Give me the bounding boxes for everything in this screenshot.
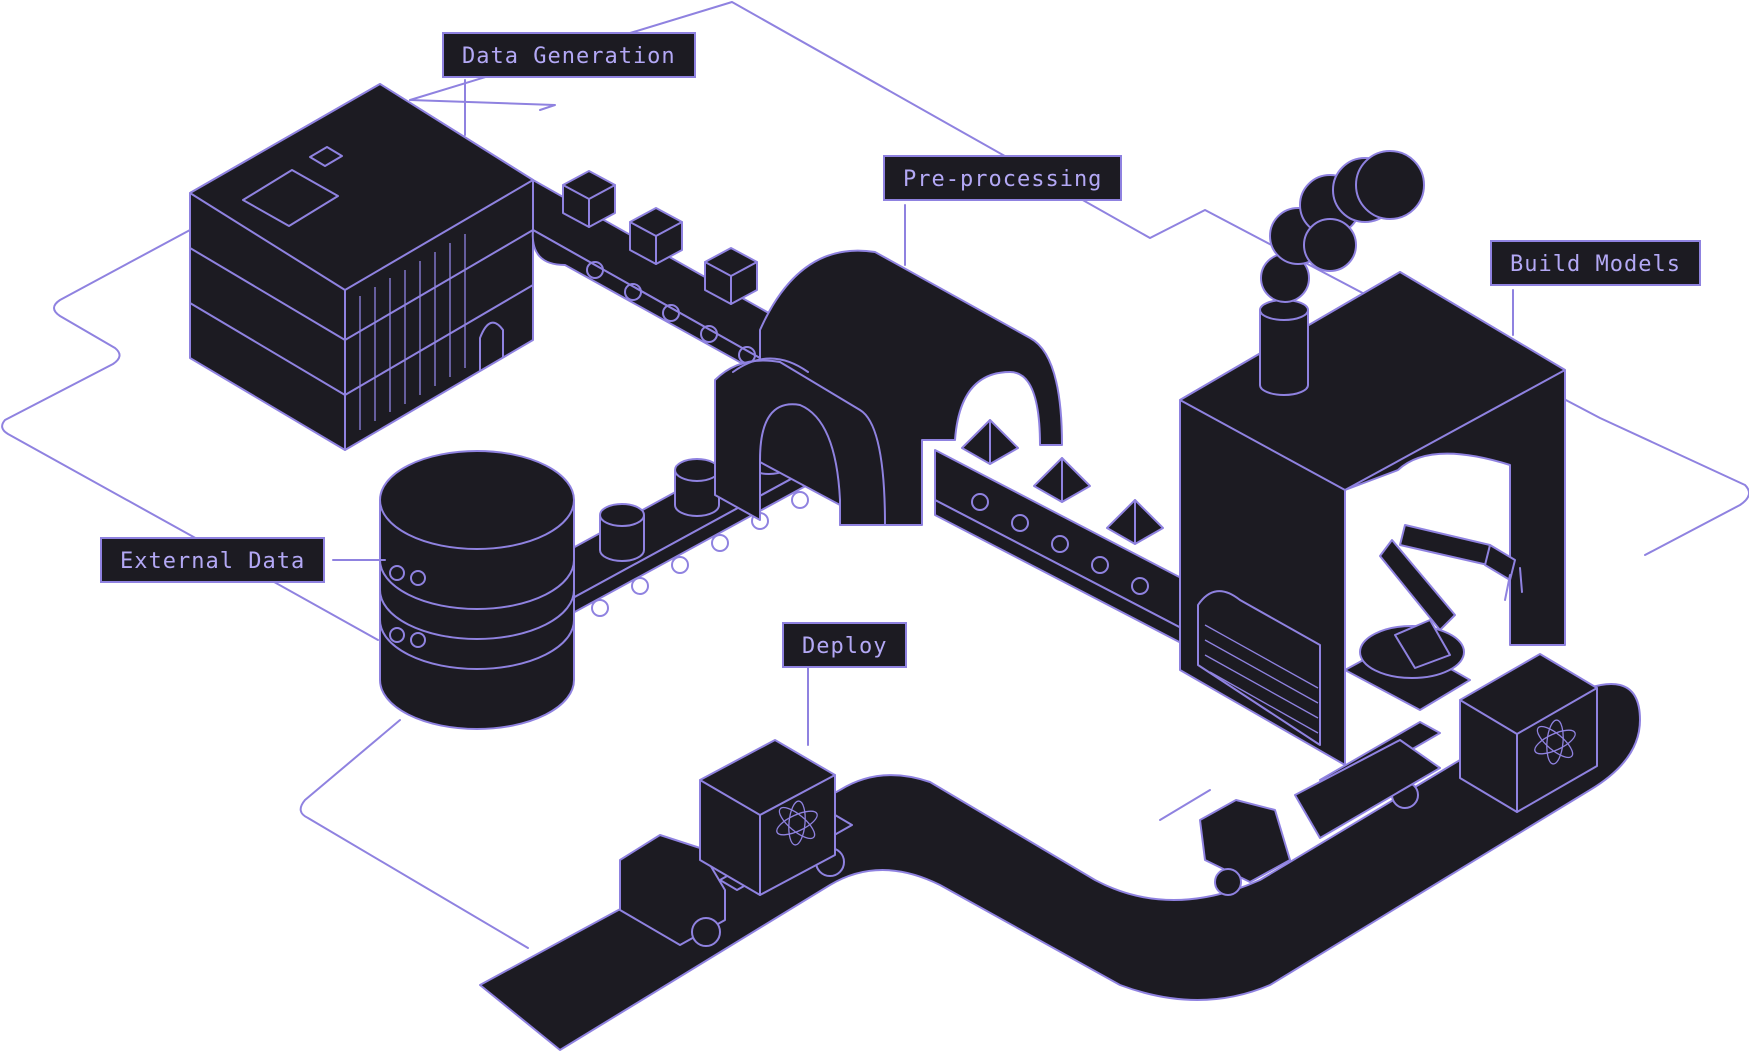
data-pyramid (961, 419, 1019, 465)
label-external-data: External Data (100, 537, 326, 583)
data-cube (629, 207, 683, 265)
label-pre-processing: Pre-processing (883, 155, 1123, 201)
atom-crate (1459, 653, 1598, 813)
label-build-models: Build Models (1490, 240, 1701, 286)
label-data-generation: Data Generation (442, 32, 696, 78)
label-deploy: Deploy (782, 622, 908, 668)
road (479, 683, 1641, 1051)
server-building-icon (189, 83, 534, 451)
data-pyramid (1106, 499, 1164, 545)
database-cylinder-icon (379, 450, 575, 730)
tunnel-icon (714, 249, 1063, 526)
delivery-truck-icon (619, 739, 853, 947)
data-cube (704, 247, 758, 305)
smokestack-icon (1259, 150, 1425, 396)
leader-lines (332, 79, 1514, 746)
atom-icon (776, 800, 818, 846)
conveyor-belt-icon (934, 419, 1186, 646)
atom-icon (1534, 719, 1576, 765)
data-pyramid (1033, 457, 1091, 503)
background-outline (1, 1, 1749, 949)
robot-arm-icon (1344, 524, 1523, 711)
data-cylinder (674, 458, 720, 517)
delivery-truck-icon (1199, 721, 1441, 896)
conveyor-belt-icon (531, 170, 791, 391)
factory-icon (1179, 150, 1566, 766)
data-cube (562, 170, 616, 228)
data-cylinder (599, 503, 645, 562)
